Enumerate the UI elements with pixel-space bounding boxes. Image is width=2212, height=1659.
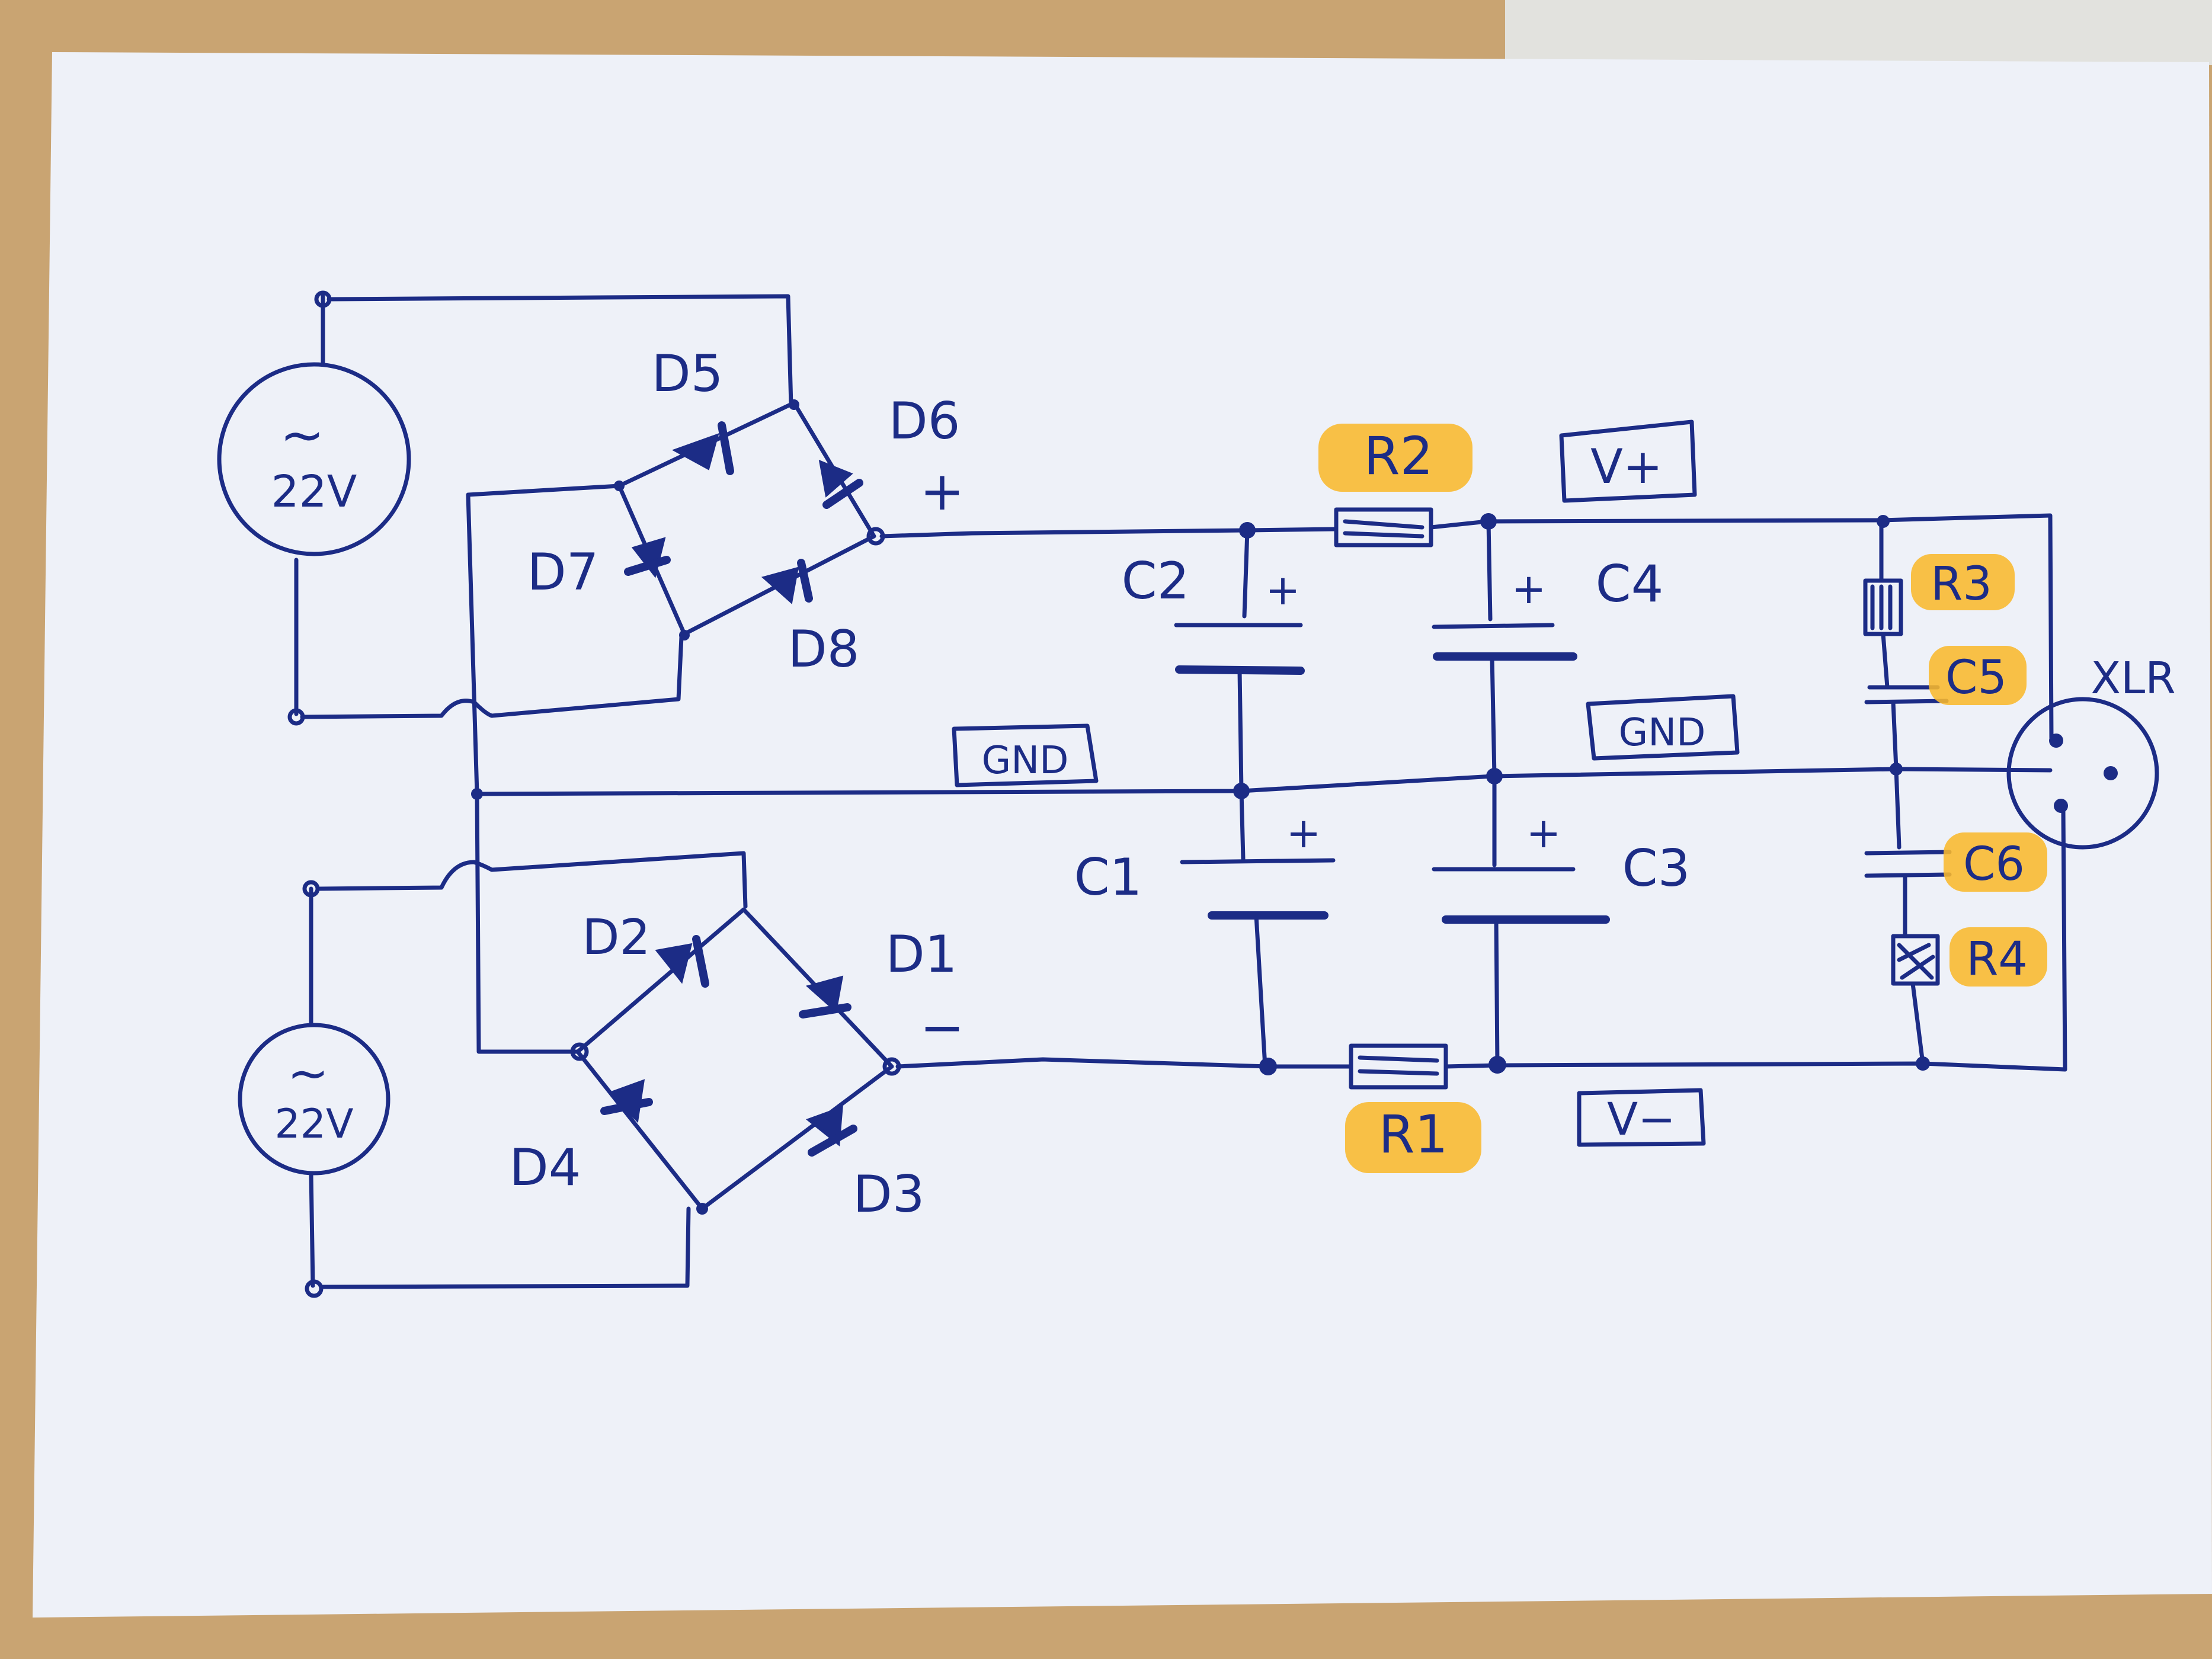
background-cloth <box>1505 0 2212 65</box>
xlr-pin-2 <box>2104 766 2118 780</box>
c3-plus-mark: + <box>1526 809 1561 857</box>
label-c2: C2 <box>1122 552 1190 611</box>
gnd-left-label: GND <box>982 739 1069 783</box>
diode-d7 <box>624 537 671 578</box>
label-c4: C4 <box>1596 555 1664 614</box>
resistor-r4 <box>1891 934 1940 1066</box>
label-c6: C6 <box>1963 838 2025 891</box>
vminus-label-box: V− <box>1577 1088 1706 1147</box>
vplus-label: V+ <box>1590 439 1663 494</box>
resistor-r1 <box>1349 1043 1448 1090</box>
top-ac-source-circle <box>217 362 411 556</box>
label-c5: C5 <box>1945 651 2007 704</box>
capacitor-c5 <box>1864 685 1949 771</box>
diode-d2 <box>655 935 709 988</box>
top-ac-voltage: 22V <box>271 466 357 517</box>
c4-plus-mark: + <box>1512 565 1547 613</box>
top-bridge-outline <box>617 401 876 636</box>
top-bridge <box>614 399 885 640</box>
label-r3: R3 <box>1931 558 1992 611</box>
capacitor-c2 <box>1174 528 1305 793</box>
bottom-wire-to-bridge <box>316 851 748 909</box>
label-r4: R4 <box>1966 933 2028 986</box>
gnd-right-label-box: GND <box>1586 694 1740 761</box>
vplus-to-xlr <box>1879 513 2054 740</box>
vminus-rail-left <box>895 1057 1353 1069</box>
bottom-ac-symbol: ~ <box>287 1044 329 1102</box>
capacitor-c1 <box>1180 789 1336 1069</box>
top-ac-symbol: ~ <box>280 404 324 466</box>
c2-plus-mark: + <box>1266 566 1301 614</box>
xlr-pin-3 <box>2054 799 2068 813</box>
minus-output-label: − <box>920 997 964 1059</box>
diode-d6 <box>818 460 863 509</box>
label-d4: D4 <box>510 1138 581 1197</box>
label-d2: D2 <box>582 909 650 966</box>
paper-sheet <box>33 52 2212 1618</box>
bottom-ac-voltage: 22V <box>274 1101 353 1148</box>
bottom-ac-source-circle <box>238 1023 390 1176</box>
top-ac-source: ~ 22V <box>217 290 411 726</box>
label-c3: C3 <box>1622 839 1691 898</box>
vplus-label-box: V+ <box>1559 419 1697 503</box>
top-wire-to-bridge-bottom <box>489 635 684 718</box>
r1-highlight <box>1345 1102 1481 1173</box>
diode-d5 <box>671 421 734 475</box>
r2-highlight <box>1318 424 1472 492</box>
diode-d8 <box>761 559 813 604</box>
capacitor-c4 <box>1432 519 1577 779</box>
label-d1: D1 <box>886 925 958 984</box>
bottom-wire-bottom <box>319 1206 691 1289</box>
label-xlr: XLR <box>2091 653 2175 704</box>
capacitor-c3 <box>1432 774 1610 1067</box>
label-c1: C1 <box>1074 848 1142 907</box>
plus-output-label: + <box>920 460 964 523</box>
label-r2: R2 <box>1363 425 1433 486</box>
top-wire-left-bridge <box>466 483 622 497</box>
capacitor-c6 <box>1864 850 1952 939</box>
label-d6: D6 <box>889 392 961 451</box>
label-r1: R1 <box>1378 1104 1448 1165</box>
c6-highlight <box>1944 832 2047 892</box>
left-common-wire <box>466 492 580 1054</box>
bottom-bridge <box>570 907 901 1215</box>
diode-d3 <box>805 1106 857 1157</box>
resistor-r2 <box>1334 507 1433 547</box>
label-d5: D5 <box>652 344 724 403</box>
label-d8: D8 <box>788 620 860 679</box>
diode-d1 <box>799 975 851 1019</box>
xlr-pin-1 <box>2049 734 2063 748</box>
top-wire-to-bridge <box>326 294 793 408</box>
bottom-source-lead-down <box>309 1171 315 1288</box>
vplus-rail-left <box>879 527 1339 539</box>
xlr-circle <box>2006 697 2159 850</box>
r4-highlight <box>1949 927 2047 987</box>
c5-highlight <box>1929 646 2027 705</box>
xlr-connector <box>2006 697 2159 850</box>
gnd-left-label-box: GND <box>952 723 1099 787</box>
c1-plus-mark: + <box>1286 809 1321 857</box>
label-d7: D7 <box>527 543 599 602</box>
r3-highlight <box>1911 554 2015 610</box>
diode-d4 <box>600 1079 653 1123</box>
gnd-right-label: GND <box>1619 711 1706 755</box>
label-d3: D3 <box>853 1165 925 1224</box>
bottom-ac-source: ~ 22V <box>238 880 390 1298</box>
vminus-label: V− <box>1607 1093 1676 1145</box>
